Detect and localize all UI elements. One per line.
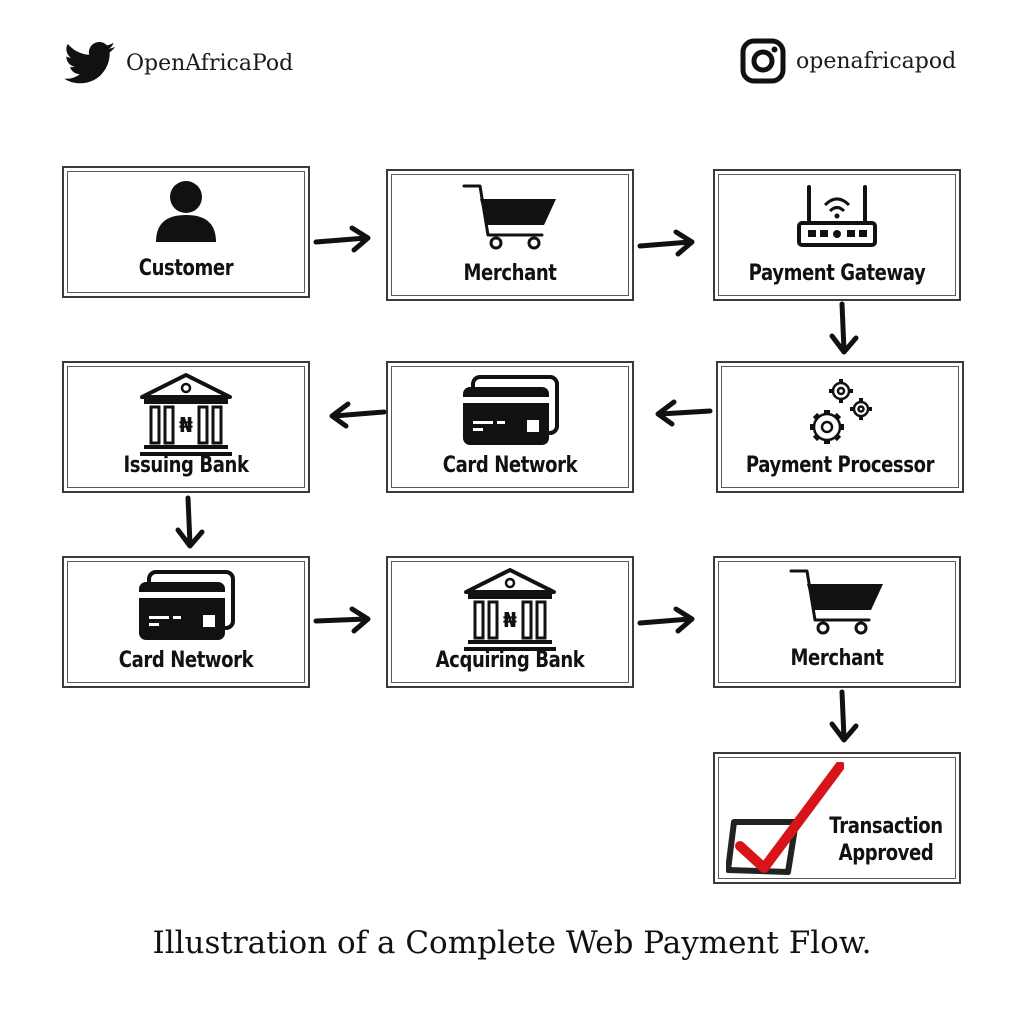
instagram-handle-text: openafricapod [796, 48, 957, 74]
credit-card-icon [463, 375, 559, 445]
diagram-caption: Illustration of a Complete Web Payment F… [152, 925, 872, 961]
node-payment-processor: Payment Processor [716, 361, 964, 493]
twitter-bird-icon [64, 42, 115, 84]
node-merchant-2: Merchant [713, 556, 961, 688]
node-acquiring-bank: ₦ Acquiring Bank [386, 556, 634, 688]
node-issuing-bank: ₦ Issuing Bank [62, 361, 310, 493]
node-payment-gateway: Payment Gateway [713, 169, 961, 301]
node-label: Merchant [790, 646, 884, 671]
instagram-handle: openafricapod [740, 38, 956, 84]
arrow-issuing-bank-to-card-network [175, 495, 205, 549]
shopping-cart-icon [789, 569, 883, 635]
arrow-customer-to-merchant [313, 225, 371, 253]
node-card-network-2: Card Network [62, 556, 310, 688]
node-transaction-approved: Transaction Approved [713, 752, 961, 884]
twitter-handle-text: OpenAfricaPod [126, 50, 294, 76]
node-label: Payment Gateway [748, 261, 926, 286]
node-label-line-2: Approved [838, 841, 934, 866]
node-merchant: Merchant [386, 169, 634, 301]
checkmark-icon [726, 762, 844, 875]
arrow-processor-to-card-network [655, 399, 713, 427]
node-label: Customer [138, 256, 234, 281]
arrow-card-network-to-issuing-bank [329, 401, 387, 429]
node-label: Payment Processor [745, 453, 935, 478]
node-label: Card Network [118, 648, 254, 673]
credit-card-icon [139, 570, 235, 640]
node-label: Acquiring Bank [435, 648, 585, 673]
bank-icon: ₦ [140, 373, 232, 456]
node-label: Card Network [442, 453, 578, 478]
bank-icon: ₦ [464, 568, 556, 651]
router-icon [797, 185, 877, 247]
arrow-acquiring-bank-to-merchant [637, 606, 695, 634]
naira-symbol: ₦ [503, 608, 517, 632]
node-label-line-1: Transaction [829, 814, 943, 839]
instagram-icon [740, 38, 786, 84]
node-customer: Customer [62, 166, 310, 298]
person-icon [156, 181, 216, 242]
arrow-card-network-to-acquiring-bank [313, 606, 371, 634]
node-label: Issuing Bank [123, 453, 249, 478]
arrow-merchant-to-gateway [637, 229, 695, 257]
node-label: Merchant [463, 261, 557, 286]
shopping-cart-icon [462, 184, 556, 250]
twitter-handle: OpenAfricaPod [64, 42, 293, 84]
node-card-network-1: Card Network [386, 361, 634, 493]
arrow-gateway-to-processor [829, 301, 859, 355]
gears-icon [810, 379, 872, 444]
arrow-merchant-to-approved [829, 689, 859, 743]
naira-symbol: ₦ [179, 413, 193, 437]
